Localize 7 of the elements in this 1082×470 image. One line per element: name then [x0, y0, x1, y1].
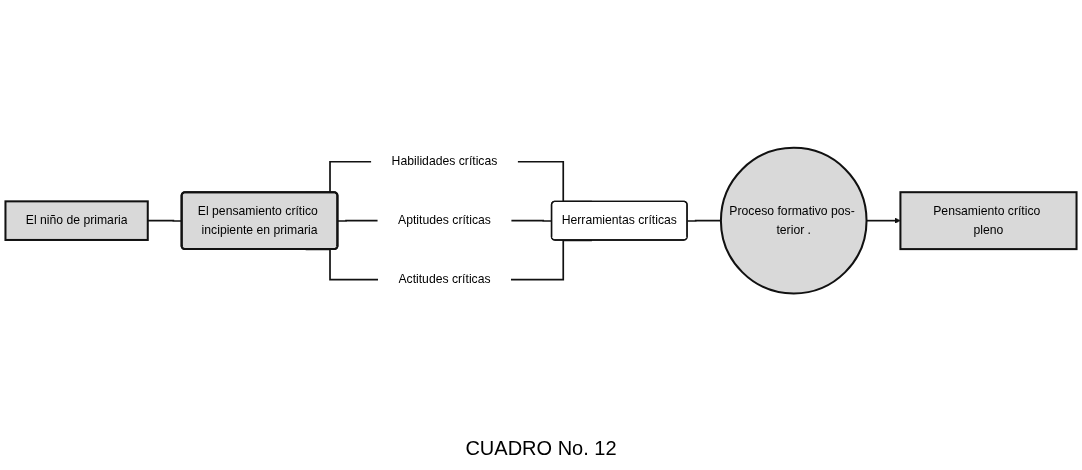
- node-box: El niño de primaria: [4, 200, 149, 241]
- node-text: Aptitudes críticas: [398, 213, 491, 227]
- node-text: Habilidades críticas: [391, 154, 498, 168]
- caption: CUADRO No. 12: [465, 436, 617, 460]
- node-circle: Proceso formativo pos- terior .: [719, 146, 868, 295]
- node-box: Pensamiento crítico pleno: [899, 191, 1078, 250]
- node-text: Actitudes críticas: [398, 272, 491, 286]
